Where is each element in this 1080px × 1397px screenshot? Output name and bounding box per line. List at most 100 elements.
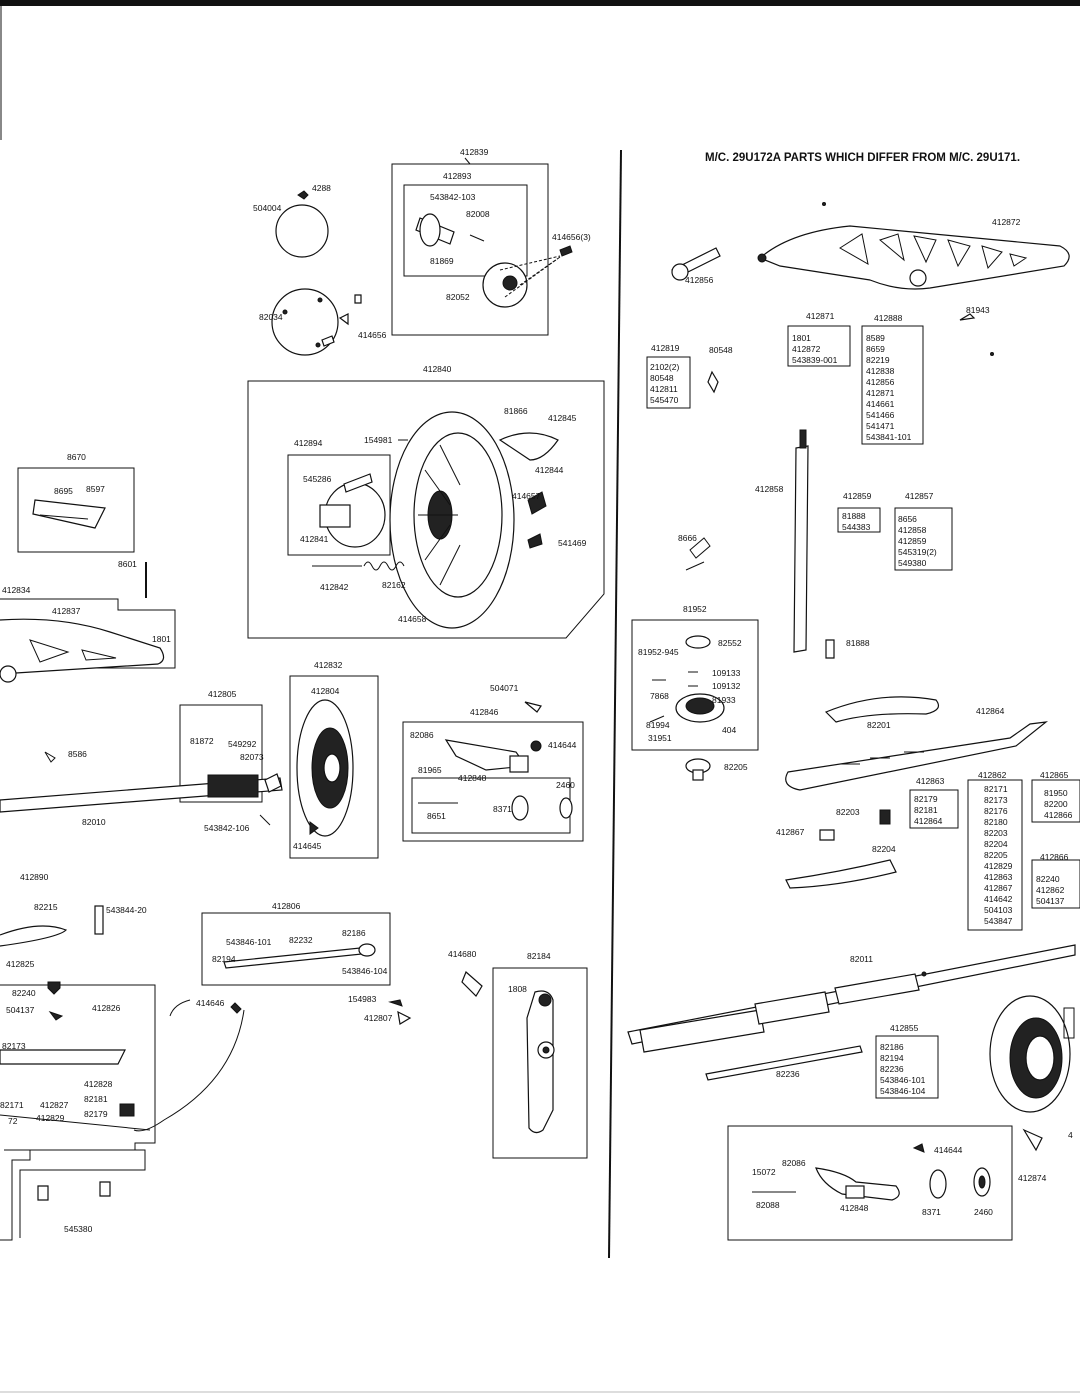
parts-list-entry: 412863 [984, 872, 1013, 882]
parts-list-entry: 504103 [984, 905, 1013, 915]
parts-list-entry: 412858 [898, 525, 927, 535]
part-label: 404 [722, 725, 736, 735]
bobbin-winder-group [391, 157, 573, 336]
part-label: 1808 [508, 984, 527, 994]
part-label: 81872 [190, 736, 214, 746]
feed-bar-group [785, 696, 1049, 889]
parts-list-entry: 82179 [914, 794, 938, 804]
part-label: 412859 [843, 491, 872, 501]
part-label: 412804 [311, 686, 340, 696]
part-label: 414646 [196, 998, 225, 1008]
part-label: 412848 [840, 1203, 869, 1213]
parts-list-entry: 82180 [984, 817, 1008, 827]
part-label: 8651 [427, 811, 446, 821]
part-label: 545380 [64, 1224, 93, 1234]
parts-list-entry: 82173 [984, 795, 1008, 805]
part-label: 504137 [6, 1005, 35, 1015]
part-label: 412872 [992, 217, 1021, 227]
part-label: 81933 [712, 695, 736, 705]
part-label: 412844 [535, 465, 564, 475]
part-label: 412865 [1040, 770, 1069, 780]
part-label: 412826 [92, 1003, 121, 1013]
part-label: 412807 [364, 1013, 393, 1023]
part-label: 414656(3) [552, 232, 591, 242]
crank-lever-group [492, 967, 588, 1159]
part-label: 2460 [556, 780, 575, 790]
part-label: 412845 [548, 413, 577, 423]
part-label: 82232 [289, 935, 313, 945]
part-label: 72 [8, 1116, 18, 1126]
parts-list-entry: 412811 [650, 384, 678, 394]
part-label: 82010 [82, 817, 106, 827]
part-label: 82236 [776, 1069, 800, 1079]
parts-list-entry: 82205 [984, 850, 1008, 860]
part-label: 82240 [12, 988, 36, 998]
part-label: 82052 [446, 292, 470, 302]
part-label: 1801 [152, 634, 171, 644]
part-label: 412888 [874, 313, 903, 323]
part-label: 412841 [300, 534, 329, 544]
part-label: 412805 [208, 689, 237, 699]
parts-list-entry: 412856 [866, 377, 895, 387]
parts-list-entry: 82203 [984, 828, 1008, 838]
part-label: 8371 [493, 804, 512, 814]
parts-list-entry: 412862 [1036, 885, 1065, 895]
part-label: 412832 [314, 660, 343, 670]
part-label: 82173 [2, 1041, 26, 1051]
thread-guide-group [17, 467, 147, 598]
hook-assembly-group [631, 619, 759, 781]
part-label: 412894 [294, 438, 323, 448]
parts-list-entry: 412871 [866, 388, 895, 398]
part-number-labels: 412839412893543842-10382008414656(3)8186… [0, 147, 1073, 1234]
part-label: 82205 [724, 762, 748, 772]
part-label: 82086 [410, 730, 434, 740]
part-label: 81943 [966, 305, 990, 315]
parts-list-entry: 412872 [792, 344, 821, 354]
part-label: 81994 [646, 720, 670, 730]
part-label: 82201 [867, 720, 891, 730]
parts-list-entry: 82194 [880, 1053, 904, 1063]
parts-list-entry: 412867 [984, 883, 1013, 893]
parts-list-entry: 545319(2) [898, 547, 937, 557]
parts-list-entry: 80548 [650, 373, 674, 383]
section-header: M/C. 29U172A PARTS WHICH DIFFER FROM M/C… [705, 152, 1020, 164]
part-label: 81965 [418, 765, 442, 775]
part-label: 4 [1068, 1130, 1073, 1140]
part-label: 414680 [448, 949, 477, 959]
part-label: 82203 [836, 807, 860, 817]
part-label: 412806 [272, 901, 301, 911]
part-label: 549292 [228, 739, 257, 749]
top-border-bar [0, 0, 1080, 6]
parts-list-entry: 412829 [984, 861, 1013, 871]
part-label: 412825 [6, 959, 35, 969]
parts-list-entry: 82181 [914, 805, 938, 815]
part-label: 109132 [712, 681, 741, 691]
part-label: 543846-101 [226, 937, 272, 947]
parts-list-entry: 541466 [866, 410, 895, 420]
part-label: 412819 [651, 343, 680, 353]
part-label: 82171 [0, 1100, 24, 1110]
part-label: 412858 [755, 484, 784, 494]
part-label: 412855 [890, 1023, 919, 1033]
parts-list-entry: 2102(2) [650, 362, 679, 372]
part-label: 8597 [86, 484, 105, 494]
part-label: 82186 [342, 928, 366, 938]
part-label: 7868 [650, 691, 669, 701]
part-label: 82034 [259, 312, 283, 322]
lower-left-group [0, 905, 156, 1241]
parts-list-entry: 543839-001 [792, 355, 838, 365]
part-label: 412828 [84, 1079, 113, 1089]
parts-list-entry: 543847 [984, 916, 1013, 926]
parts-list-entry: 412859 [898, 536, 927, 546]
part-label: 541469 [558, 538, 587, 548]
part-label: 543844-20 [106, 905, 147, 915]
parts-list-entry: 82236 [880, 1064, 904, 1074]
part-label: 2460 [974, 1207, 993, 1217]
part-label: 154981 [364, 435, 393, 445]
parts-list-entry: 82176 [984, 806, 1008, 816]
part-label: 412874 [1018, 1173, 1047, 1183]
part-label: 82552 [718, 638, 742, 648]
part-label: 412840 [423, 364, 452, 374]
part-label: 82088 [756, 1200, 780, 1210]
part-label: 8666 [678, 533, 697, 543]
